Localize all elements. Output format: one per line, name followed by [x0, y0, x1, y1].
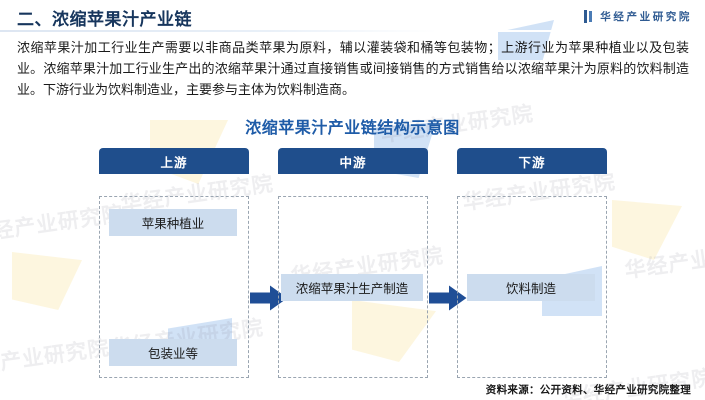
page-header: 二、浓缩苹果汁产业链 华经产业研究院	[0, 0, 705, 33]
figure-source: 资料来源：公开资料、华经产业研究院整理	[485, 384, 691, 396]
figure-title: 浓缩苹果汁产业链结构示意图	[245, 120, 460, 137]
column-header-upstream: 上游	[99, 148, 249, 174]
node-apple-planting: 苹果种植业	[109, 209, 237, 236]
intro-paragraph: 浓缩苹果汁加工行业生产需要以非商品类苹果为原料，辅以灌装袋和桶等包装物；上游行业…	[17, 40, 689, 97]
brand-name: 华经产业研究院	[600, 11, 692, 23]
figure-stage: 上游 苹果种植业 包装业等 中游 浓缩苹果汁生产制造	[99, 148, 607, 378]
chain-column-upstream: 上游 苹果种植业 包装业等	[99, 148, 249, 378]
chain-column-downstream: 下游 饮料制造	[457, 148, 607, 378]
chain-column-midstream: 中游 浓缩苹果汁生产制造	[278, 148, 428, 378]
node-packaging: 包装业等	[109, 339, 237, 366]
node-concentrated-apple-juice-production: 浓缩苹果汁生产制造	[281, 274, 423, 301]
book-mark-icon	[584, 10, 594, 23]
column-body-downstream: 饮料制造	[457, 196, 607, 378]
node-beverage-manufacturing: 饮料制造	[467, 274, 595, 301]
column-body-upstream: 苹果种植业 包装业等	[99, 196, 249, 378]
column-body-midstream: 浓缩苹果汁生产制造	[278, 196, 428, 378]
brand-logo: 华经产业研究院	[584, 9, 692, 24]
industry-chain-figure: 浓缩苹果汁产业链结构示意图 上游 苹果种植业 包装业等 中游 浓缩苹果汁生产制造	[0, 108, 705, 400]
column-header-midstream: 中游	[278, 148, 428, 174]
column-header-downstream: 下游	[457, 148, 607, 174]
header-divider	[0, 30, 705, 32]
page-title: 二、浓缩苹果汁产业链	[17, 10, 192, 29]
